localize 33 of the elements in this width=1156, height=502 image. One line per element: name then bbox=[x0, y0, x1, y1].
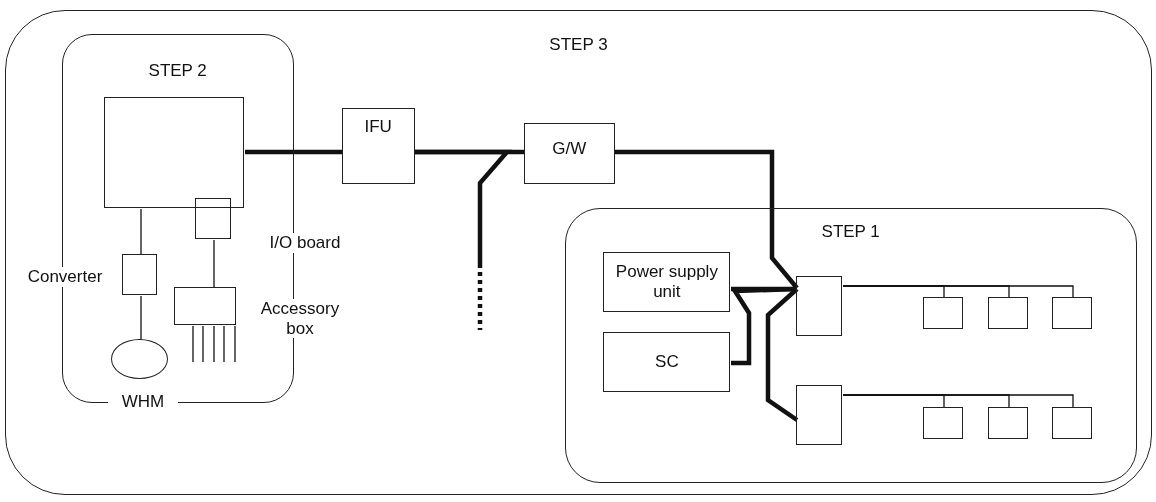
device-box bbox=[174, 287, 237, 326]
connector-line bbox=[213, 239, 215, 289]
device-box bbox=[988, 297, 1029, 330]
device-box bbox=[195, 198, 232, 240]
device-box bbox=[796, 276, 843, 337]
group-title: STEP 3 bbox=[548, 35, 609, 55]
device-box bbox=[122, 254, 158, 296]
device-box bbox=[603, 332, 731, 393]
device-box bbox=[923, 297, 964, 330]
device-box bbox=[341, 107, 415, 184]
device-label: IFU bbox=[363, 116, 393, 137]
device-label: Power supply unit bbox=[614, 262, 719, 302]
bus-line bbox=[765, 287, 799, 422]
step-group-panel bbox=[564, 207, 1137, 483]
device-box bbox=[104, 97, 245, 209]
group-title: STEP 2 bbox=[147, 60, 208, 81]
bus-line bbox=[615, 149, 799, 290]
device-label: SC bbox=[654, 352, 680, 373]
connector-line bbox=[140, 295, 142, 341]
connector-line bbox=[842, 285, 1074, 299]
device-box bbox=[1052, 407, 1093, 440]
device-label: G/W bbox=[551, 138, 588, 159]
device-box bbox=[796, 385, 843, 446]
device-box bbox=[1052, 297, 1093, 330]
device-box bbox=[923, 407, 964, 440]
connector-line bbox=[140, 208, 142, 256]
device-box bbox=[988, 407, 1029, 440]
group-title: STEP 1 bbox=[820, 221, 881, 242]
bus-line bbox=[245, 149, 342, 155]
bus-line bbox=[415, 149, 512, 268]
device-box bbox=[603, 252, 731, 313]
device-box bbox=[523, 122, 615, 184]
connector-line bbox=[842, 394, 1074, 409]
